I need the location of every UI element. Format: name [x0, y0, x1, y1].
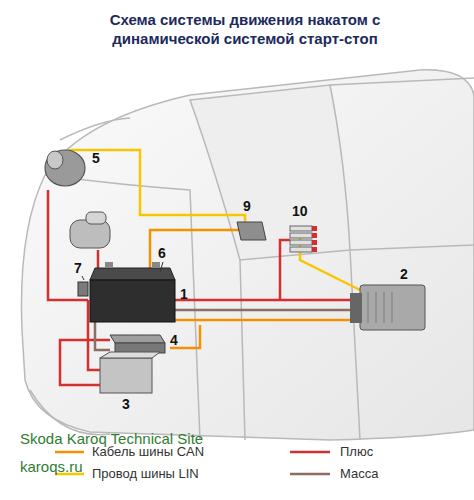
module-4: [110, 335, 165, 343]
battery-terminal: [152, 262, 160, 268]
leader-lines: [82, 262, 163, 280]
lin-wire: [70, 150, 360, 290]
legend-text: Масса: [340, 466, 378, 481]
fuse-body: [290, 226, 312, 231]
alternator-pulley: [47, 151, 63, 169]
car-body: [21, 70, 474, 440]
alternator-symbol: [45, 150, 85, 186]
roof-line: [330, 78, 474, 250]
legend-text: Плюс: [340, 444, 373, 459]
callout-number: 3: [122, 396, 130, 412]
battery-case: [90, 280, 175, 322]
leader-line: [82, 276, 84, 280]
diagram-title: Схема системы движения накатом с динамич…: [95, 10, 395, 48]
a-pillar: [240, 250, 360, 440]
callout-number: 4: [170, 332, 178, 348]
fuse-symbols: [290, 226, 317, 252]
control-panel-symbol: [237, 222, 266, 240]
battery-sensor: [78, 282, 88, 296]
alternator-body: [45, 150, 85, 186]
callout-number: 1: [180, 286, 188, 302]
battery-terminal: [105, 262, 113, 268]
legend-line: [55, 451, 84, 454]
battery-top: [90, 268, 175, 280]
fuse-cap: [312, 247, 317, 252]
unit-3-top: [100, 352, 160, 358]
callout-number: 5: [92, 150, 100, 166]
can-wire: [150, 230, 360, 348]
watermark: karoqs.ru: [20, 458, 83, 475]
starter-symbol: [70, 212, 110, 248]
plus-wire: [48, 190, 360, 385]
fuse-cap: [312, 233, 317, 238]
unit-3: [100, 358, 152, 393]
control-module-symbol: [100, 335, 165, 393]
car-outline: [21, 70, 474, 440]
legend-line: [290, 451, 330, 454]
ecu-body: [360, 285, 425, 330]
callout-number: 7: [74, 260, 82, 276]
callout-number: 6: [158, 245, 166, 261]
fuse-cap: [312, 240, 317, 245]
wires: [48, 150, 360, 385]
engine-control-unit-symbol: [350, 285, 425, 330]
fuse-body: [290, 240, 312, 245]
callout-number: 2: [400, 266, 408, 282]
callout-number: 9: [243, 198, 251, 214]
callout-number: 10: [292, 203, 308, 219]
fuse-cap: [312, 226, 317, 231]
starter-solenoid: [86, 212, 106, 224]
fuse-body: [290, 233, 312, 238]
windshield: [190, 85, 350, 260]
panel-9: [237, 222, 266, 240]
fuse-body: [290, 247, 312, 252]
leader-line: [160, 262, 163, 272]
battery-symbol: [78, 262, 175, 322]
ecu-connector: [350, 293, 362, 323]
legend-text: Провод шины LIN: [92, 466, 199, 481]
legend-line: [290, 473, 330, 476]
legend-text: Кабель шины CAN: [92, 444, 204, 459]
ecu-fins: [368, 292, 392, 323]
